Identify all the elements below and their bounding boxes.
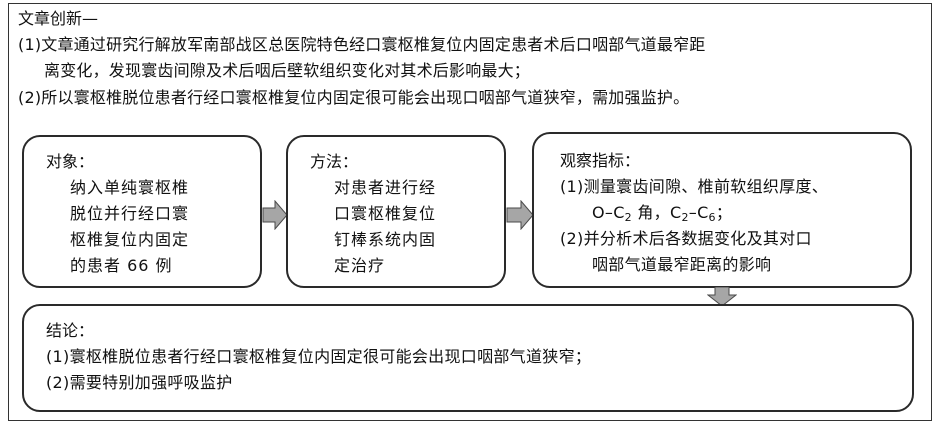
conclusion-line-2: (2)需要特别加强呼吸监护 — [46, 373, 233, 392]
conclusion-line-1: (1)寰枢椎脱位患者行经口寰枢椎复位内固定很可能会出现口咽部气道狭窄； — [46, 347, 592, 366]
subjects-line-4: 的患者 66 例 — [70, 256, 173, 275]
methods-line-3: 钉棒系统内固 — [334, 230, 437, 249]
indicators-line-2: O–C2 角，C2–C6； — [592, 202, 732, 224]
summary-point-1-line-2: 离变化，发现寰齿间隙及术后咽后壁软组织变化对其术后影响最大； — [44, 61, 531, 80]
outer-frame — [8, 3, 932, 421]
arrow-right-icon — [262, 200, 288, 230]
indicators-line-1: (1)测量寰齿间隙、椎前软组织厚度、 — [560, 177, 829, 196]
page-title: 文章创新— — [18, 9, 99, 28]
indicators-title: 观察指标： — [560, 151, 641, 170]
methods-line-2: 口寰枢椎复位 — [334, 204, 437, 223]
indicators-line-4: 咽部气道最窄距离的影响 — [592, 255, 772, 274]
indicators-line-2-part-b: 角，C — [631, 203, 682, 222]
indicators-line-2-sub-2: 2 — [681, 211, 689, 224]
arrow-down-icon — [707, 287, 737, 307]
indicators-line-3: (2)并分析术后各数据变化及其对口 — [560, 229, 812, 248]
methods-box: 方法： 对患者进行经 口寰枢椎复位 钉棒系统内固 定治疗 — [286, 135, 506, 288]
subjects-line-3: 枢椎复位内固定 — [70, 230, 190, 249]
summary-point-2: (2)所以寰枢椎脱位患者行经口寰枢椎复位内固定很可能会出现口咽部气道狭窄，需加强… — [18, 88, 690, 107]
indicators-line-2-part-d: ； — [715, 203, 733, 222]
indicators-line-2-sub-1: 2 — [624, 211, 632, 224]
summary-point-1-line-1: (1)文章通过研究行解放军南部战区总医院特色经口寰枢椎复位内固定患者术后口咽部气… — [18, 35, 706, 54]
conclusion-title: 结论： — [46, 321, 95, 340]
indicators-line-2-sub-3: 6 — [708, 211, 716, 224]
subjects-box: 对象： 纳入单纯寰枢椎 脱位并行经口寰 枢椎复位内固定 的患者 66 例 — [22, 135, 262, 288]
subjects-line-1: 纳入单纯寰枢椎 — [70, 178, 190, 197]
methods-line-4: 定治疗 — [334, 256, 386, 275]
methods-title: 方法： — [310, 152, 359, 171]
conclusion-box: 结论： (1)寰枢椎脱位患者行经口寰枢椎复位内固定很可能会出现口咽部气道狭窄； … — [22, 304, 914, 412]
indicators-box: 观察指标： (1)测量寰齿间隙、椎前软组织厚度、 O–C2 角，C2–C6； (… — [532, 132, 912, 288]
indicators-line-2-part-c: –C — [688, 203, 709, 222]
indicators-line-2-part-a: O–C — [592, 203, 625, 222]
subjects-line-2: 脱位并行经口寰 — [70, 204, 190, 223]
arrow-right-icon — [506, 200, 534, 230]
methods-line-1: 对患者进行经 — [334, 178, 437, 197]
subjects-title: 对象： — [46, 152, 95, 171]
